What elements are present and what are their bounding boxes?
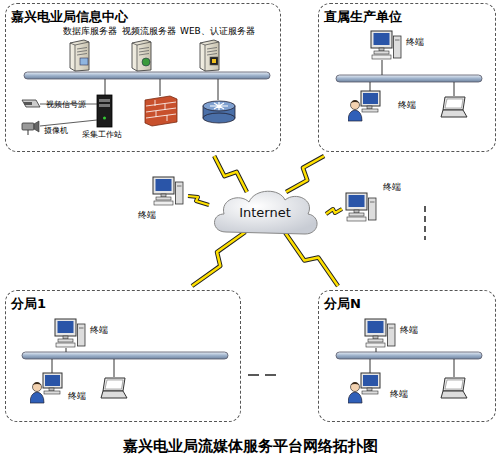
device-label: 终端 — [406, 38, 424, 48]
device-label: 终端 — [398, 101, 416, 111]
device-label: 采集工作站 — [82, 131, 122, 140]
lightning-link — [214, 156, 247, 192]
lightning-link — [192, 232, 245, 286]
region-title: 嘉兴电业局信息中心 — [11, 8, 128, 26]
device-label: 摄像机 — [44, 127, 68, 136]
lightning-fill — [286, 156, 324, 192]
lightning-outline — [192, 232, 245, 286]
device-label: 数据库服务器 — [63, 27, 117, 37]
device-label: 终端 — [138, 211, 156, 221]
lightning-link — [285, 232, 338, 286]
lightning-outline — [214, 156, 247, 192]
lightning-fill — [285, 232, 338, 286]
device-label: 视频流服务器 — [122, 27, 176, 37]
lightning-outline — [286, 156, 324, 192]
device-label: WEB、认证服务器 — [180, 27, 255, 37]
region-title: 直属生产单位 — [324, 8, 402, 26]
device-label: 视频信号源 — [46, 101, 86, 110]
region-title: 分局N — [324, 295, 361, 313]
device-label: 终端 — [400, 326, 418, 336]
network-region: 直属生产单位 — [318, 3, 496, 152]
device-label: 终端 — [90, 326, 108, 336]
device-label: 终端 — [68, 392, 86, 402]
figure-caption: 嘉兴电业局流媒体服务平台网络拓扑图 — [0, 437, 500, 456]
region-title: 分局1 — [11, 295, 46, 313]
lightning-outline — [285, 232, 338, 286]
device-label: 终端 — [383, 183, 401, 193]
lightning-fill — [192, 232, 245, 286]
network-region: 分局N — [318, 290, 496, 422]
network-region: 分局1 — [5, 290, 241, 422]
cloud-label: Internet — [208, 186, 322, 238]
internet-cloud: Internet — [208, 186, 322, 238]
device-label: 终端 — [390, 390, 408, 400]
lightning-fill — [214, 156, 247, 192]
lightning-link — [286, 156, 324, 192]
